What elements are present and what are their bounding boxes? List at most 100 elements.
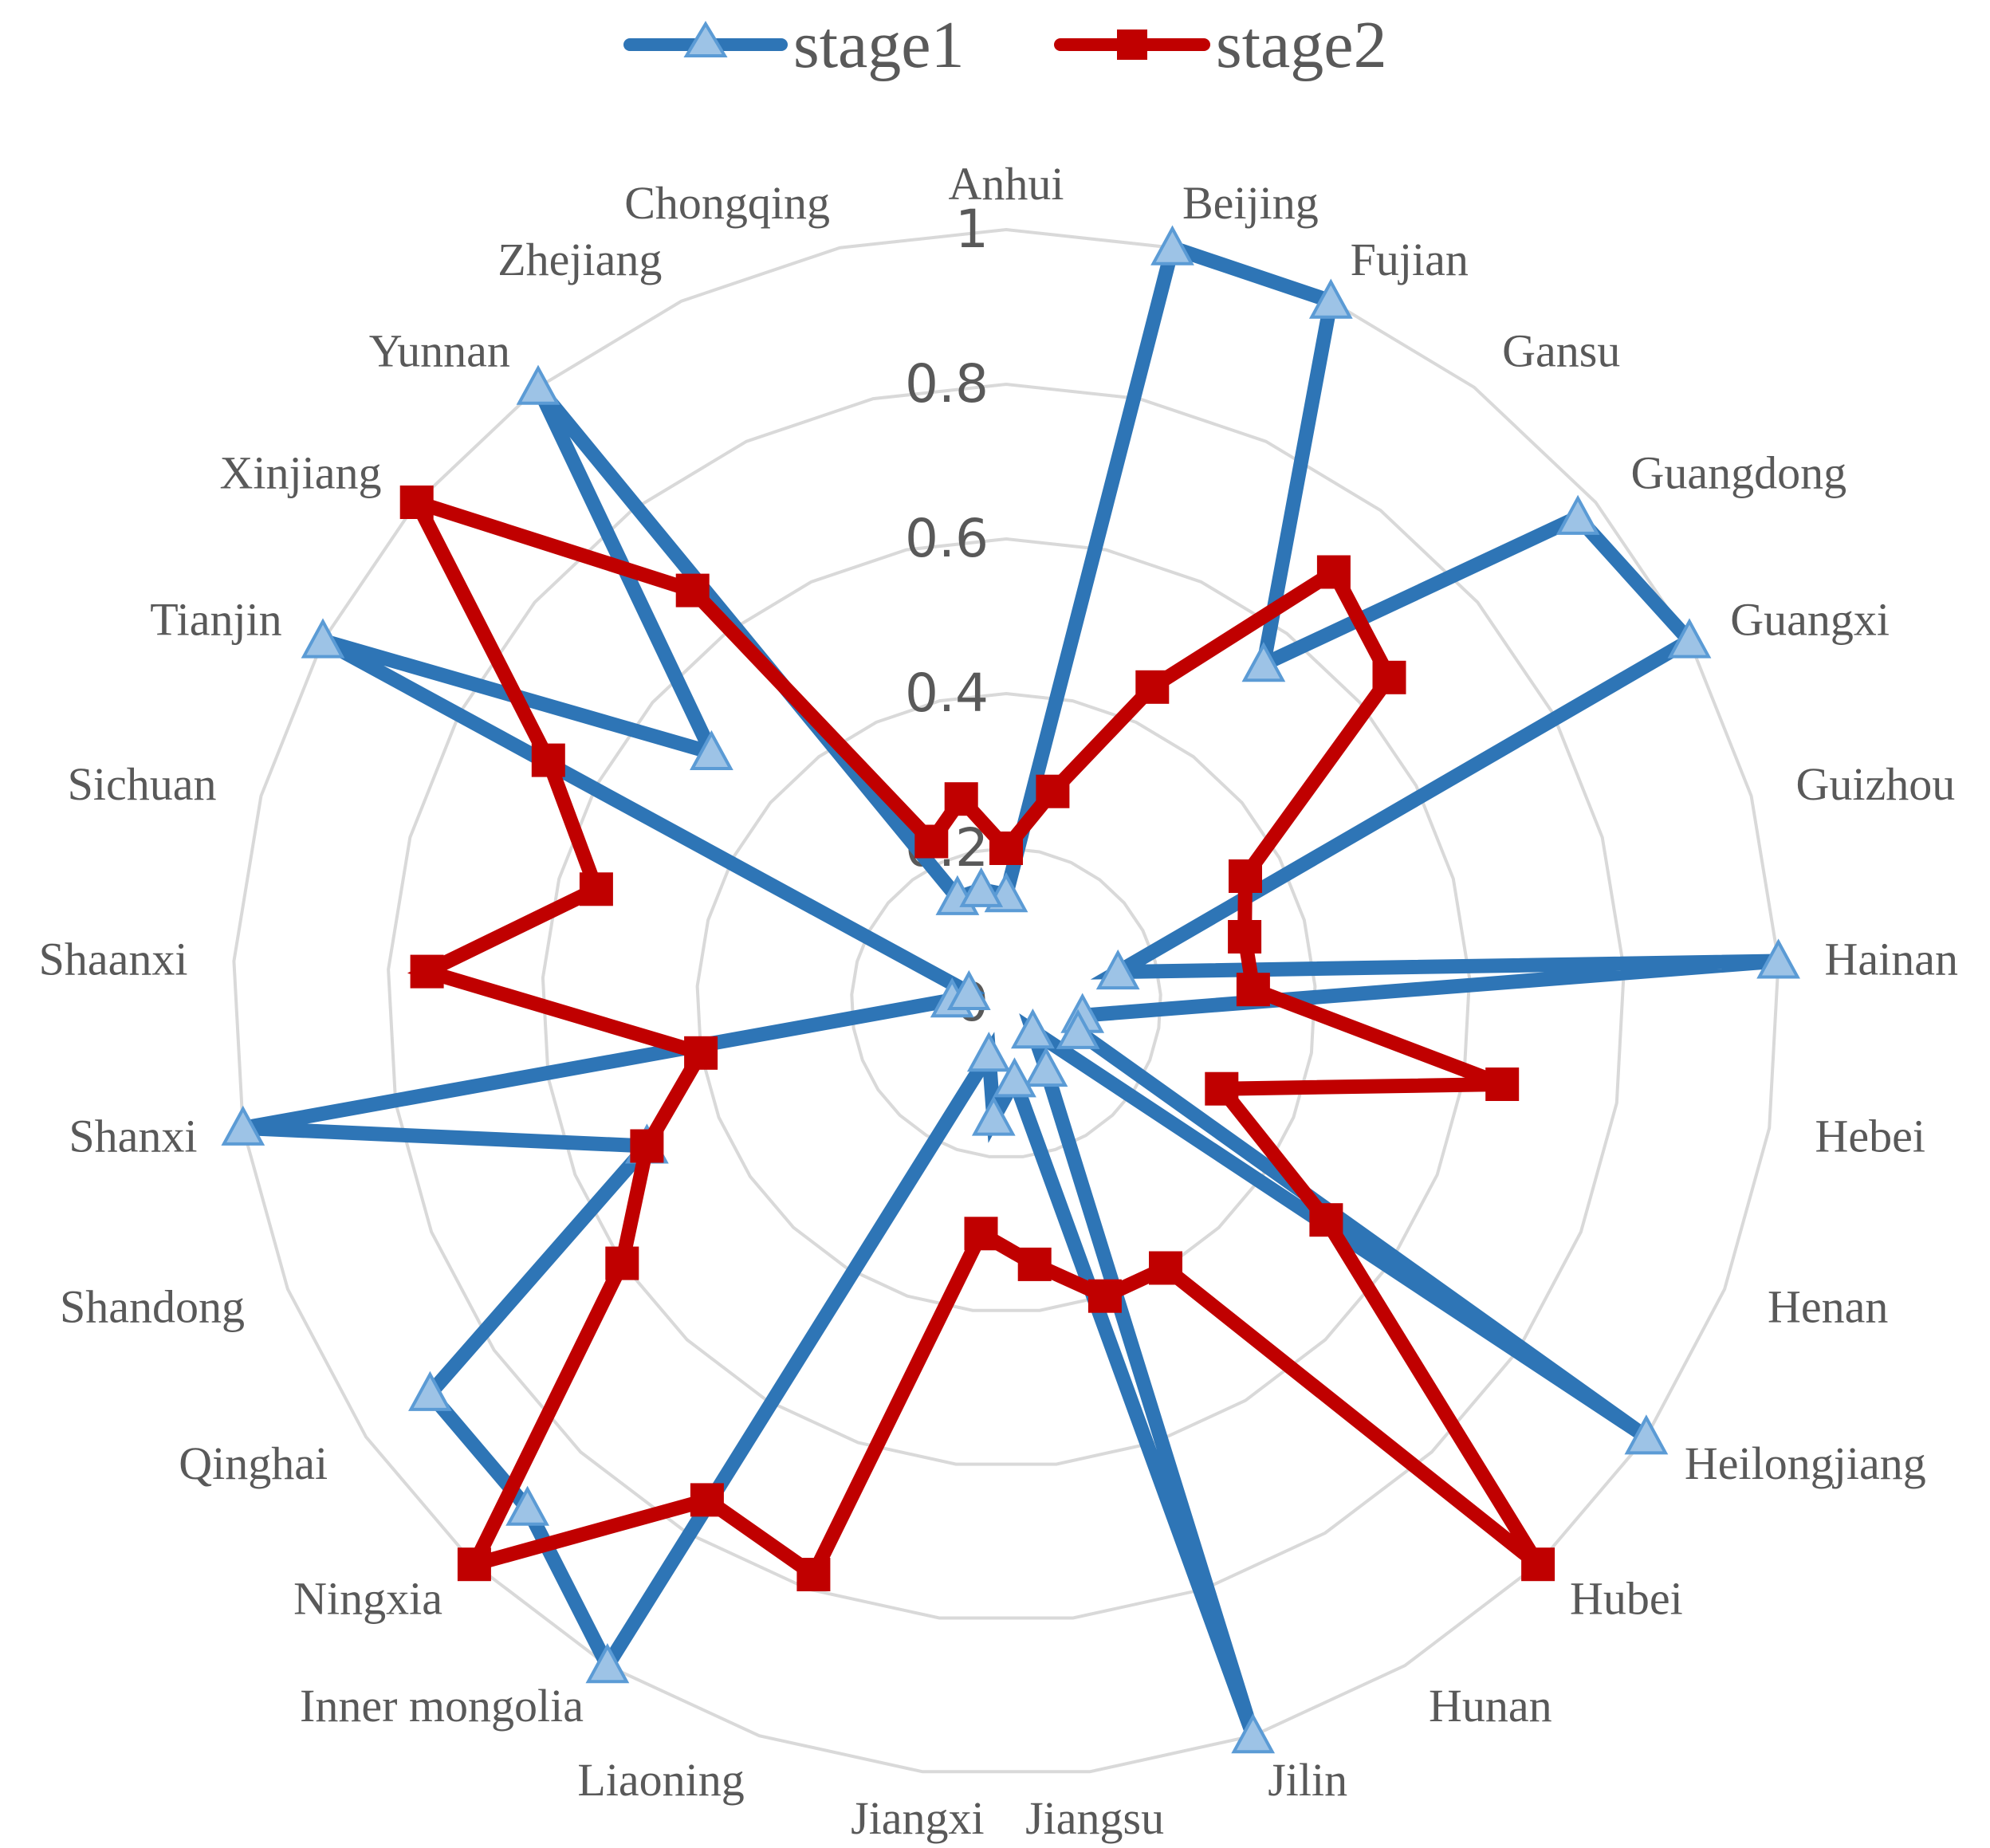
data-point-stage2 — [1316, 555, 1351, 589]
data-point-stage2 — [944, 782, 978, 816]
radar-grid — [232, 227, 1780, 1774]
data-point-stage2 — [675, 573, 710, 607]
category-label: Hebei — [1815, 1110, 1926, 1162]
data-point-stage2 — [964, 1217, 998, 1251]
series-line-stage2 — [402, 490, 1544, 1586]
data-point-stage1 — [516, 364, 560, 405]
radial-tick-label: 0.4 — [905, 663, 989, 724]
category-label: Shaanxi — [39, 933, 188, 985]
data-point-stage2 — [1236, 973, 1270, 1007]
data-point-stage1 — [1231, 1713, 1276, 1754]
data-point-stage1 — [408, 1370, 452, 1411]
data-point-stage2 — [1229, 859, 1262, 893]
category-label: Guangxi — [1730, 594, 1890, 646]
data-point-stage2 — [1149, 1251, 1182, 1285]
data-point-stage2 — [684, 1036, 718, 1070]
legend-label-stage1: stage1 — [793, 8, 965, 82]
data-point-stage1 — [1150, 225, 1194, 265]
data-point-stage1 — [1555, 494, 1600, 535]
category-label: Shanxi — [69, 1110, 197, 1162]
data-point-stage2 — [1228, 920, 1262, 953]
data-point-stage2 — [531, 743, 565, 777]
data-point-stage1 — [1095, 949, 1140, 990]
data-point-stage2 — [605, 1246, 639, 1280]
series-line-stage1 — [242, 238, 1780, 1739]
category-label: Heilongjiang — [1685, 1437, 1926, 1489]
category-label: Sichuan — [68, 758, 217, 810]
category-label: Qinghai — [179, 1437, 328, 1489]
category-label: Hunan — [1429, 1680, 1552, 1732]
data-point-stage2 — [1087, 1279, 1122, 1313]
data-point-stage1 — [1667, 618, 1712, 659]
data-point-stage2 — [1309, 1203, 1343, 1237]
category-labels: Anhui BeijingFujianGansuGuangdongGuangxiG… — [39, 158, 1958, 1844]
category-label: Chongqing — [624, 177, 830, 229]
radial-tick-label: 1 — [955, 199, 989, 260]
radar-series — [221, 225, 1800, 1754]
data-point-stage2 — [630, 1129, 664, 1163]
data-point-stage1 — [959, 867, 1004, 907]
category-label: Gansu — [1502, 325, 1620, 377]
category-label: Shandong — [60, 1281, 245, 1333]
radial-tick-label: 0.6 — [905, 508, 989, 569]
category-label: Jiangsu — [1025, 1792, 1164, 1844]
radial-tick-labels: 00.20.40.60.81 — [905, 199, 989, 1033]
data-point-stage2 — [1521, 1547, 1555, 1582]
category-label: Guizhou — [1796, 758, 1956, 810]
category-label: Fujian — [1351, 234, 1469, 285]
data-point-stage1 — [1011, 1009, 1055, 1049]
data-point-stage1 — [1624, 1414, 1669, 1455]
data-point-stage1 — [1241, 642, 1286, 682]
category-label: Hubei — [1570, 1572, 1683, 1624]
category-label: Jilin — [1268, 1754, 1347, 1806]
data-point-stage2 — [457, 1547, 491, 1582]
data-point-stage1 — [966, 1032, 1011, 1072]
category-label: Inner mongolia — [300, 1680, 584, 1732]
data-point-stage1 — [971, 1095, 1016, 1136]
grid-ring — [387, 382, 1626, 1620]
category-label: Jiangxi — [851, 1792, 985, 1844]
data-point-stage1 — [993, 1057, 1036, 1098]
data-point-stage2 — [690, 1483, 724, 1517]
data-point-stage2 — [1205, 1071, 1239, 1106]
category-label: Hainan — [1825, 933, 1959, 985]
data-point-stage1 — [1308, 278, 1353, 319]
category-label: Yunnan — [369, 325, 510, 377]
legend-marker-stage2 — [1117, 29, 1147, 60]
legend-marker-stage1 — [683, 21, 728, 57]
data-point-stage1 — [301, 618, 345, 659]
data-point-stage1 — [505, 1485, 549, 1526]
series-stage1 — [221, 225, 1800, 1754]
legend: stage1 stage2 — [623, 8, 1387, 82]
category-label: Guangdong — [1631, 447, 1847, 499]
category-label: Tianjin — [150, 594, 281, 646]
data-point-stage2 — [1135, 670, 1170, 704]
data-point-stage1 — [1056, 1009, 1100, 1049]
data-point-stage2 — [1485, 1068, 1520, 1101]
legend-item-stage1: stage1 — [623, 8, 965, 82]
grid-ring — [541, 537, 1472, 1466]
legend-label-stage2: stage2 — [1216, 8, 1387, 82]
data-point-stage1 — [1756, 938, 1800, 979]
data-point-stage2 — [1036, 774, 1070, 808]
grid-ring — [850, 846, 1162, 1158]
category-label: Ningxia — [293, 1572, 442, 1624]
data-point-stage1 — [221, 1105, 265, 1146]
category-label: Xinjiang — [220, 447, 382, 499]
category-label: Liaoning — [577, 1754, 744, 1806]
data-point-stage1 — [690, 729, 733, 770]
data-point-stage2 — [796, 1558, 831, 1591]
data-point-stage1 — [1024, 1046, 1068, 1087]
category-label: Zhejiang — [498, 234, 662, 285]
data-point-stage2 — [914, 824, 949, 859]
category-label: Anhui — [949, 158, 1064, 210]
radial-tick-label: 0.8 — [905, 353, 989, 415]
data-point-stage2 — [1017, 1247, 1052, 1281]
data-point-stage2 — [1372, 660, 1406, 694]
data-point-stage2 — [579, 872, 613, 906]
data-point-stage2 — [989, 832, 1023, 865]
category-label: Beijing — [1182, 177, 1319, 229]
data-point-stage1 — [585, 1643, 630, 1684]
series-stage2 — [399, 486, 1555, 1591]
